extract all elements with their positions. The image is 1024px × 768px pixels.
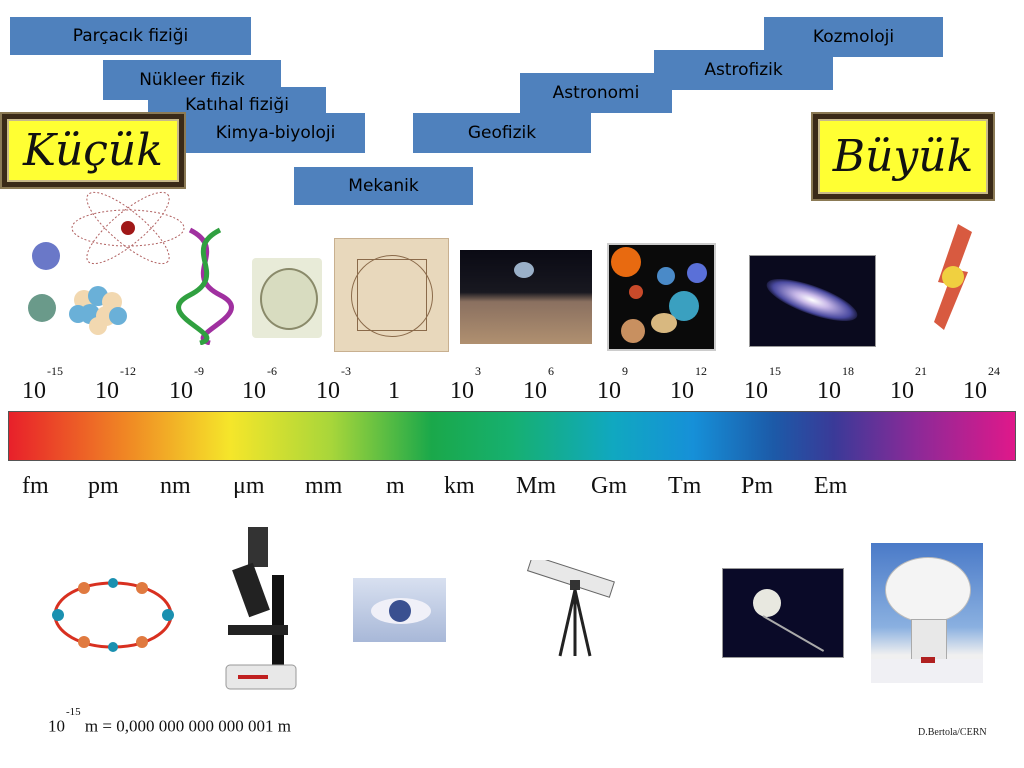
scale-label-e-3: 10-3 [316,364,351,404]
footnote: 10-15 m = 0,000 000 000 000 001 m [48,706,291,736]
field-geophysics: Geofizik [413,113,591,153]
unit-km: km [444,473,475,499]
galaxy-image [749,255,876,347]
small-sign: Küçük [2,114,184,187]
earthrise-image [460,250,592,344]
field-chemistry-biology: Kimya-biyoloji [186,113,365,153]
field-astronomy: Astronomi [520,73,672,113]
scale-label-e15: 1015 [744,364,781,404]
scale-label-e-12: 10-12 [95,364,136,404]
unit-fm: fm [22,473,49,499]
scale-label-e12: 1012 [670,364,707,404]
scale-label-e6: 106 [523,364,554,404]
scale-label-e-6: 10-6 [242,364,277,404]
scale-label-e-15: 10-15 [22,364,63,404]
unit-mm: mm [305,473,343,499]
field-mechanics: Mekanik [294,167,473,205]
unit-nm: nm [160,473,191,499]
planets-image [607,243,716,351]
unit-um: μm [233,473,265,499]
unit-Mm: Mm [516,473,557,499]
scale-label-e21: 1021 [890,364,927,404]
particles-icon [28,242,127,335]
scale-spectrum-bar [8,411,1016,461]
unit-pm: pm [88,473,119,499]
telescope-icon [526,560,615,657]
scale-label-e9: 109 [597,364,628,404]
big-sign: Büyük [813,114,993,199]
voyager-probe-image [722,568,844,658]
scale-label-e-9: 10-9 [169,364,204,404]
unit-Pm: Pm [741,473,774,499]
scale-label-one: 1 [388,378,400,404]
dna-icon [176,227,234,345]
scale-label-e18: 1018 [817,364,854,404]
particle-accelerator-icon [52,578,174,652]
unit-Gm: Gm [591,473,627,499]
unit-Em: Em [814,473,848,499]
eye-image [353,578,446,642]
radio-telescope-image [871,543,983,683]
scale-label-e24: 1024 [963,364,1000,404]
atom-icon [71,191,185,265]
credit: D.Bertola/CERN [918,727,987,738]
vitruvian-man-image [334,238,449,352]
unit-m: m [386,473,405,499]
microscope-icon [225,527,297,690]
field-particle-physics: Parçacık fiziği [10,17,251,55]
field-astrophysics: Astrofizik [654,50,833,90]
field-cosmology: Kozmoloji [764,17,943,57]
unit-Tm: Tm [668,473,702,499]
scale-label-e3: 103 [450,364,481,404]
gamma-ray-burst-icon [934,224,972,330]
cell-image [252,258,322,338]
